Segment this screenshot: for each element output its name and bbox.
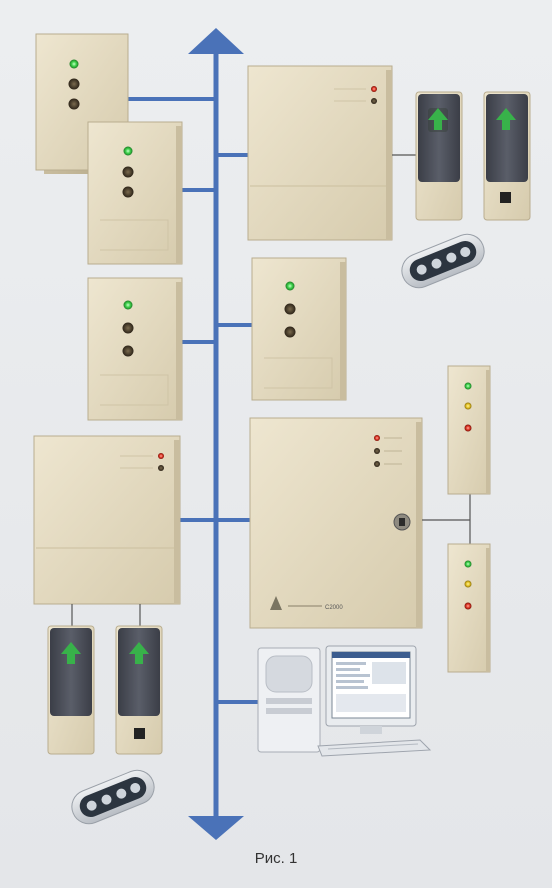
led-green <box>123 300 133 310</box>
led-green <box>69 59 79 69</box>
led-dark <box>122 322 134 334</box>
led-green <box>123 146 133 156</box>
led-green <box>464 560 472 568</box>
bus-branches <box>128 97 260 704</box>
led-yellow <box>464 402 472 410</box>
module-wires-right <box>422 494 471 544</box>
access-controller-top <box>247 65 393 241</box>
led-dark <box>374 448 380 454</box>
led-dark <box>68 98 80 110</box>
remote-keyfob-bottom <box>71 769 155 825</box>
keyboard <box>317 739 432 757</box>
bus-arrow-top <box>188 28 244 54</box>
panel-model-label: С2000 <box>325 605 343 611</box>
keyhole <box>134 728 145 739</box>
pc-tower <box>257 647 321 753</box>
led-green <box>464 382 472 390</box>
led-dark <box>122 186 134 198</box>
led-dark <box>374 461 380 467</box>
led-dark <box>158 465 164 471</box>
card-reader-bottom-2 <box>115 625 163 755</box>
led-red <box>158 453 164 459</box>
signal-module-b <box>87 121 183 265</box>
led-red <box>464 424 472 432</box>
led-dark <box>371 98 377 104</box>
indicator-module-right-1 <box>447 365 491 495</box>
control-panel-main: С2000 <box>249 417 423 629</box>
arrow-up-icon <box>61 642 81 664</box>
bus-line <box>188 28 244 840</box>
led-dark <box>122 345 134 357</box>
bus-arrow-bottom <box>188 816 244 840</box>
brand-logo <box>270 596 282 610</box>
card-reader-bottom-1 <box>47 625 95 755</box>
arrow-up-icon <box>496 108 516 130</box>
led-yellow <box>464 580 472 588</box>
access-controller-left <box>33 435 181 605</box>
card-reader-top-1 <box>415 91 463 221</box>
led-dark <box>284 303 296 315</box>
indicator-module-right-2 <box>447 543 491 673</box>
monitor <box>325 645 417 734</box>
led-dark <box>122 166 134 178</box>
signal-module-c <box>87 277 183 421</box>
led-green <box>285 281 295 291</box>
arrow-up-icon <box>129 642 149 664</box>
computer-workstation <box>257 645 432 757</box>
keyhole <box>500 192 511 203</box>
card-reader-top-2 <box>483 91 531 221</box>
reader-wires-left <box>71 604 141 626</box>
remote-keyfob-top <box>401 233 485 289</box>
figure-caption: Рис. 1 <box>254 850 298 867</box>
signal-module-d <box>251 257 347 401</box>
led-dark <box>284 326 296 338</box>
arrow-up-icon <box>428 108 448 130</box>
led-red <box>371 86 377 92</box>
led-red <box>374 435 380 441</box>
led-red <box>464 602 472 610</box>
led-dark <box>68 78 80 90</box>
